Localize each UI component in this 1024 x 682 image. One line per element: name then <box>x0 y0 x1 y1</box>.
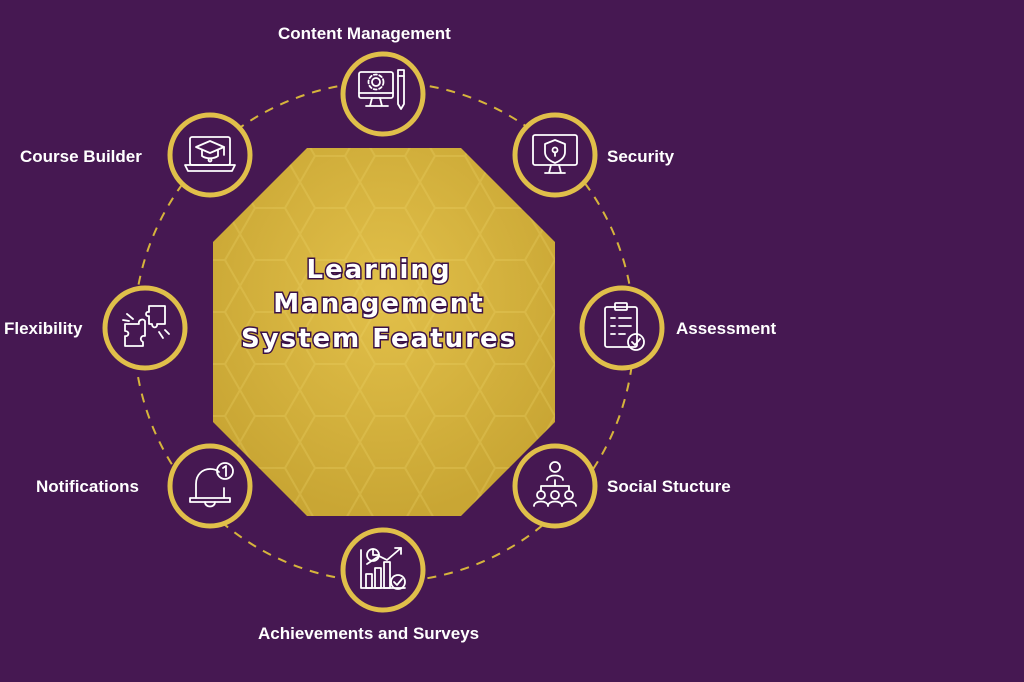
feature-label-flexibility: Flexibility <box>4 319 83 338</box>
feature-node-notifications <box>167 443 253 529</box>
feature-node-social-structure <box>512 443 598 529</box>
feature-label-security: Security <box>607 147 675 166</box>
feature-node-achievements-surveys <box>340 527 426 613</box>
clipboard-checklist-icon <box>604 302 645 351</box>
feature-node-content-management <box>340 51 426 137</box>
feature-node-security <box>512 112 598 198</box>
feature-node-flexibility <box>102 285 188 371</box>
diagram-title-line-1: Learning <box>306 255 451 285</box>
center-octagon-texture <box>213 148 555 516</box>
feature-label-course-builder: Course Builder <box>20 147 142 166</box>
feature-label-social-structure: Social Stucture <box>607 477 731 496</box>
monitor-gear-pen-icon <box>358 69 405 110</box>
diagram-title-line-2: Management <box>273 289 484 319</box>
diagram-title-line-3: System Features <box>241 324 517 354</box>
feature-node-course-builder <box>167 112 253 198</box>
bar-chart-growth-icon <box>360 547 406 590</box>
feature-label-content-management: Content Management <box>278 24 451 43</box>
laptop-graduation-cap-icon <box>184 136 236 172</box>
bell-notification-icon <box>189 462 234 508</box>
people-hierarchy-icon <box>533 461 577 507</box>
puzzle-pieces-icon <box>122 305 170 347</box>
feature-node-assessment <box>579 285 665 371</box>
feature-label-notifications: Notifications <box>36 477 139 496</box>
monitor-shield-lock-icon <box>532 134 578 174</box>
feature-label-assessment: Assessment <box>676 319 777 338</box>
feature-label-achievements-surveys: Achievements and Surveys <box>258 624 480 643</box>
